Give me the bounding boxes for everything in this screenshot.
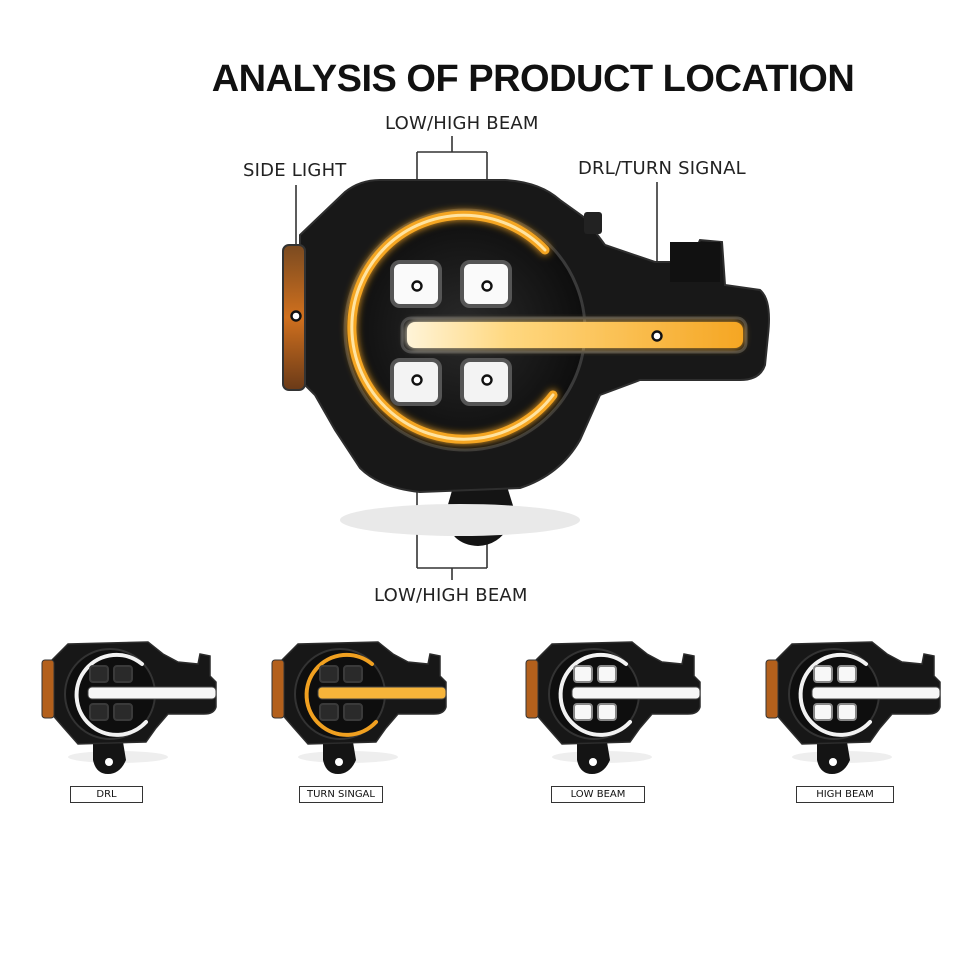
headlight-thumbnail-low-beam bbox=[522, 632, 712, 782]
callout-low-high-beam-top: LOW/HIGH BEAM bbox=[385, 113, 539, 134]
headlight-thumbnail-turn-signal bbox=[268, 632, 458, 782]
callout-side-light: SIDE LIGHT bbox=[243, 160, 347, 181]
mode-caption-low-beam: LOW BEAM bbox=[551, 786, 645, 803]
page-title: ANALYSIS OF PRODUCT LOCATION bbox=[211, 58, 855, 100]
mode-caption-turn-signal: TURN SINGAL bbox=[299, 786, 383, 803]
callout-low-high-beam-bottom: LOW/HIGH BEAM bbox=[374, 585, 528, 606]
drl-bar-amber bbox=[407, 322, 743, 348]
headlight-thumbnail-drl bbox=[38, 632, 228, 782]
callout-drl-turn-signal: DRL/TURN SIGNAL bbox=[578, 158, 746, 179]
callout-dots bbox=[290, 280, 663, 386]
headlight-thumbnail-high-beam bbox=[762, 632, 952, 782]
mode-caption-drl: DRL bbox=[70, 786, 143, 803]
top-bracket bbox=[584, 212, 602, 234]
mode-caption-high-beam: HIGH BEAM bbox=[796, 786, 894, 803]
connector-block bbox=[670, 242, 720, 282]
